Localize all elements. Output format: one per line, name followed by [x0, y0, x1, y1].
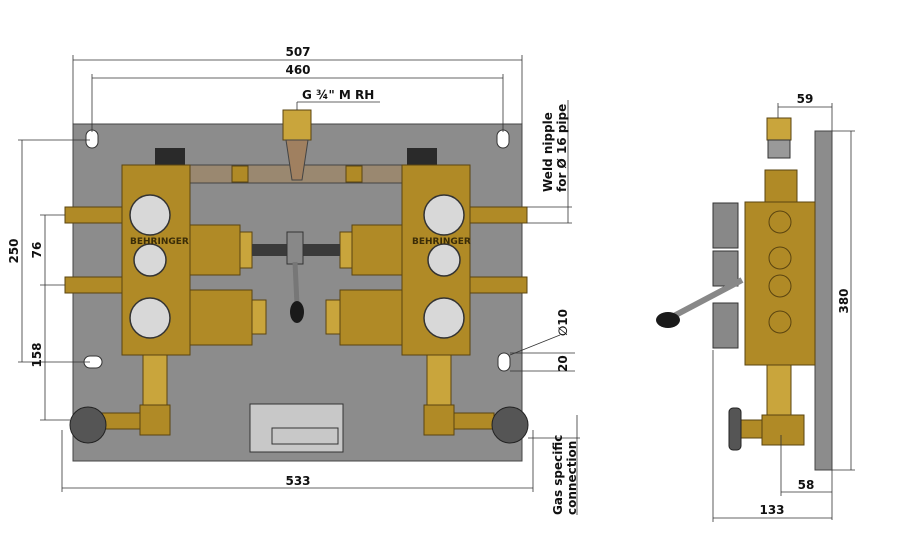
handwheel-right[interactable] — [491, 406, 529, 444]
gas-note-line2: connection — [565, 441, 579, 515]
dim-380: 380 — [837, 288, 851, 313]
dim-76: 76 — [30, 242, 44, 259]
regulator-left: BEHRINGER — [64, 148, 267, 444]
dim-59: 59 — [797, 92, 814, 106]
handwheel-left[interactable] — [69, 406, 107, 444]
dim-507: 507 — [285, 45, 310, 59]
gas-note-line1: Gas specific — [551, 435, 565, 515]
dim-158: 158 — [30, 342, 44, 367]
dim-thread: G ¾" M RH — [302, 88, 374, 102]
front-view: BEHRINGER BEHRINGER — [64, 109, 529, 462]
side-plate — [814, 130, 833, 471]
dim-250: 250 — [7, 238, 21, 263]
dim-133: 133 — [759, 503, 784, 517]
front-dimensions: 507 460 G ¾" M RH 250 76 158 533 Weld ni… — [7, 45, 580, 515]
side-dimensions: 59 380 58 133 — [712, 92, 855, 522]
side-lever-handle[interactable] — [656, 312, 680, 328]
dim-460: 460 — [285, 63, 310, 77]
dim-58: 58 — [798, 478, 815, 492]
mounting-holes — [83, 129, 511, 372]
weld-note-line1: Weld nipple — [541, 112, 555, 192]
brand-label-right: BEHRINGER — [412, 237, 471, 247]
weld-note-line2: for Ø 16 pipe — [555, 104, 569, 192]
side-view — [656, 117, 833, 471]
dim-20: 20 — [556, 355, 570, 372]
inlet-nipple — [282, 109, 312, 141]
regulator-right: BEHRINGER — [325, 148, 529, 444]
dim-hole-diameter: ∅10 — [556, 309, 570, 336]
changeover-lever[interactable] — [290, 301, 304, 323]
brand-label-left: BEHRINGER — [130, 237, 189, 247]
dim-533: 533 — [285, 474, 310, 488]
